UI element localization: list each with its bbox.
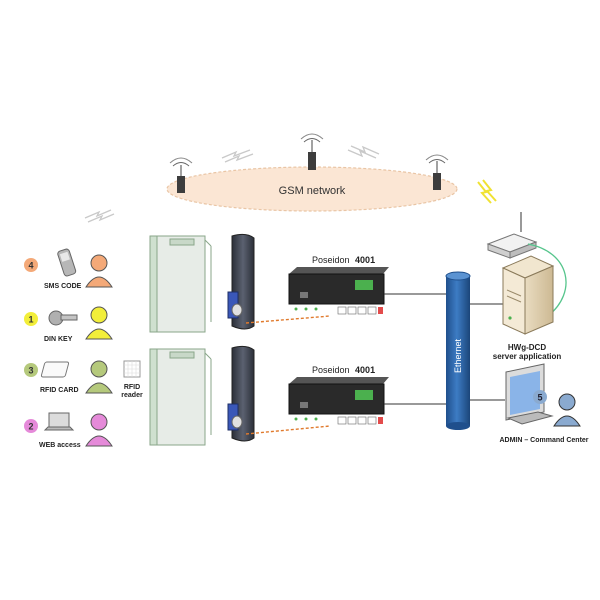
gsm-tower-right (425, 154, 449, 190)
gsm-network-label: GSM network (279, 185, 346, 197)
handle-to-poseidon-links (245, 315, 331, 435)
access-method-label: RFID CARD (40, 387, 79, 394)
server-label-line2: server application (493, 352, 562, 361)
rfid-card-icon (40, 361, 70, 378)
wireless-cable (527, 243, 567, 317)
step-number: 1 (28, 315, 33, 325)
mobile-phone-icon (57, 248, 77, 277)
door-handle-top (227, 233, 255, 330)
user-din-key-icon (85, 306, 113, 340)
poseidon-device-bottom: Poseidon 4001 (288, 365, 389, 425)
step-badge-2 (24, 419, 38, 433)
access-method-label: WEB access (39, 442, 81, 449)
poseidon-name: Poseidon 4001 (312, 255, 375, 265)
access-method-web: 2 WEB access (24, 412, 113, 449)
poseidon-name: Poseidon 4001 (312, 365, 375, 375)
wireless-link-icons (84, 145, 497, 223)
door-handle-bottom (227, 345, 255, 442)
step-number: 3 (28, 366, 33, 376)
access-method-rfid-card: 3 RFID CARD (24, 360, 113, 394)
step-badge-3 (24, 363, 38, 377)
admin-user: 5 ADMIN – Command Center (499, 390, 589, 444)
access-method-din-key: 1 DIN KEY (24, 306, 113, 343)
ethernet-label: Ethernet (453, 338, 463, 373)
gsm-tower-left (169, 157, 193, 193)
access-method-sms: 4 SMS CODE (24, 248, 113, 290)
rfid-reader-label-line2: reader (121, 392, 143, 399)
step-badge-4 (24, 258, 38, 272)
gsm-tower-center (300, 133, 324, 170)
laptop-icon (43, 412, 75, 431)
admin-label: ADMIN – Command Center (499, 437, 588, 444)
step-badge-1 (24, 312, 38, 326)
server-tower-icon (501, 255, 555, 335)
admin-monitor-icon (505, 363, 554, 425)
step-number: 4 (28, 261, 33, 271)
ethernet-backbone: Ethernet (445, 271, 471, 430)
user-sms-icon (85, 254, 113, 288)
gsm-modem-icon (486, 212, 538, 259)
step-number: 2 (28, 422, 33, 432)
gsm-network-cloud: GSM network (166, 166, 458, 212)
rack-cabinet-top (149, 235, 212, 333)
rfid-reader-label-line1: RFID (124, 384, 140, 391)
step-badge-5 (533, 390, 547, 404)
rack-cabinet-bottom (149, 348, 212, 446)
user-rfid-card-icon (85, 360, 113, 394)
poseidon-device-top: Poseidon 4001 (288, 255, 389, 315)
din-key-icon (48, 310, 78, 326)
user-admin-icon (553, 393, 581, 427)
user-web-icon (85, 413, 113, 447)
server-label-line1: HWg-DCD (508, 343, 546, 352)
access-method-label: SMS CODE (44, 283, 82, 290)
ethernet-connections (384, 293, 505, 405)
step-number: 5 (537, 393, 542, 403)
rfid-reader: RFID reader (121, 360, 143, 399)
access-method-label: DIN KEY (44, 336, 73, 343)
